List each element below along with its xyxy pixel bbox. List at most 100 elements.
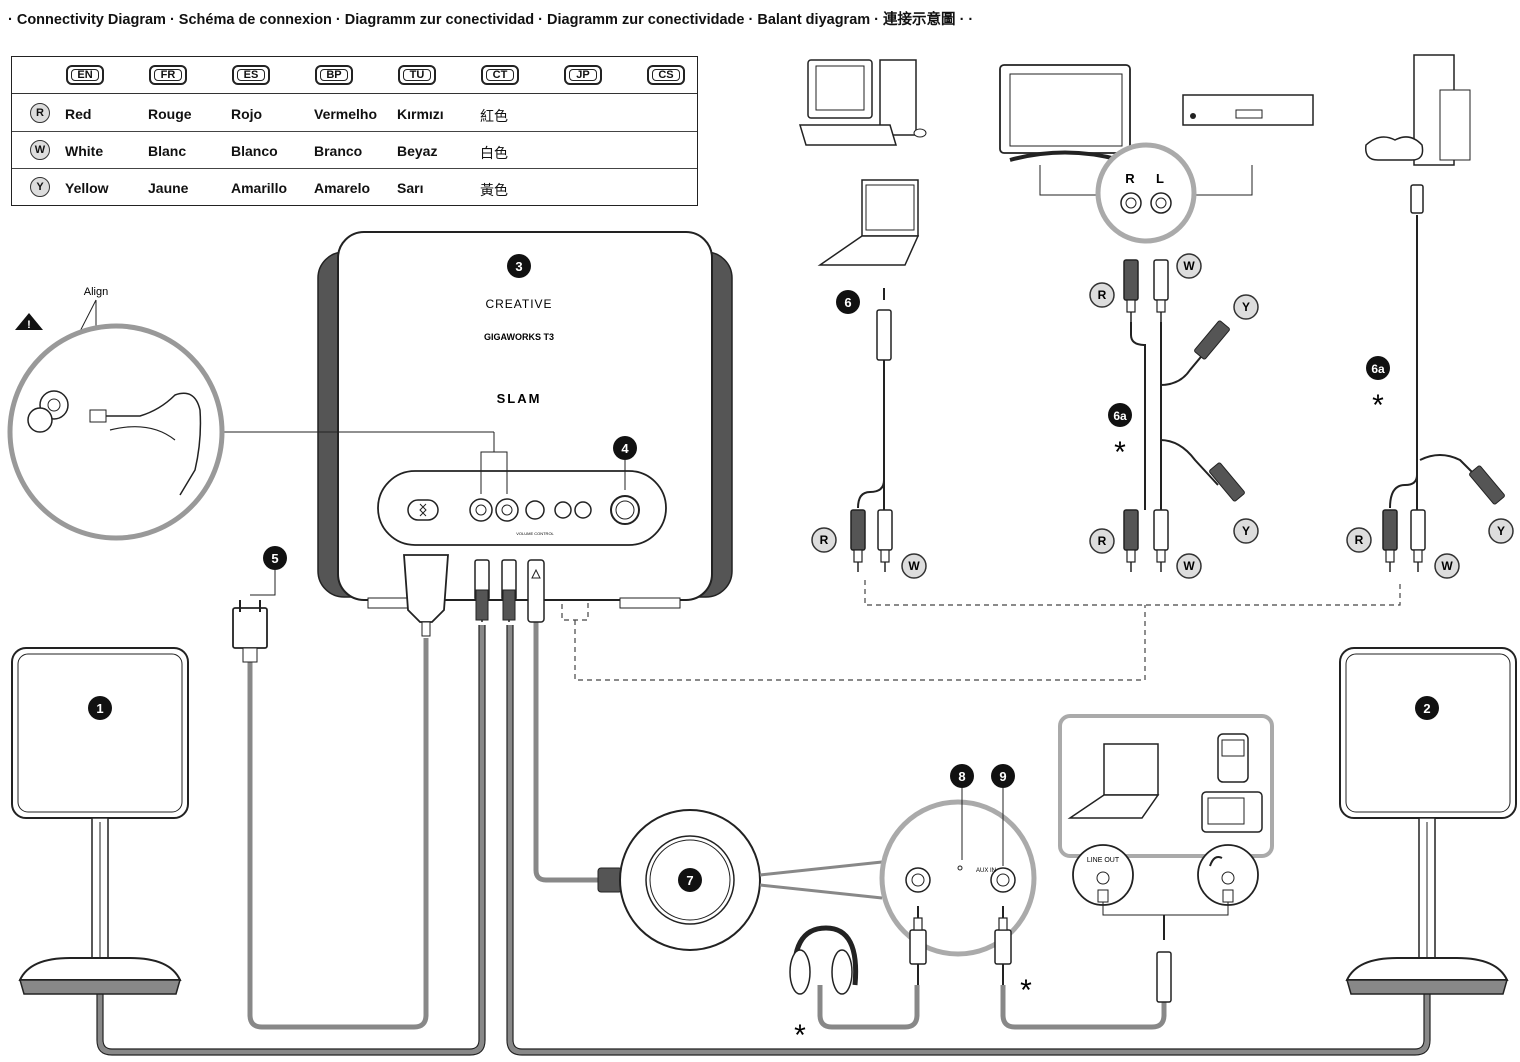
- align-inset: ! Align: [7, 286, 225, 541]
- lang-tag-ct: CT: [481, 65, 519, 85]
- callout-8: 8: [958, 769, 965, 784]
- television: [999, 64, 1131, 162]
- asterisk-mark: *: [1114, 436, 1126, 469]
- callout-2: 2: [1423, 701, 1430, 716]
- desktop-computer: [798, 59, 927, 146]
- color-badge-w: W: [30, 140, 50, 160]
- legend-cell: Kırmızı: [397, 106, 444, 122]
- legend-cell: Rojo: [231, 106, 263, 122]
- callout-3: 3: [515, 259, 522, 274]
- subwoofer-unit: 3 CREATIVE GIGAWORKS T3 SLAM VOLUME CONT…: [222, 231, 733, 637]
- brand-logo: CREATIVE: [485, 297, 552, 311]
- asterisk-mark: *: [1020, 974, 1032, 1007]
- badge-y-right: Y: [1488, 518, 1514, 544]
- warning-mark: !: [27, 319, 31, 331]
- aux-in-label: AUX IN: [976, 868, 996, 874]
- badge-w-mid: W: [1176, 553, 1202, 579]
- rca-output-panel: R L: [1039, 142, 1253, 244]
- svg-text:W: W: [908, 559, 920, 573]
- legend-header-row: EN FR ES BP TU CT JP CS: [12, 57, 697, 94]
- slam-logo: SLAM: [497, 391, 542, 406]
- badge-w-left: W: [901, 553, 927, 579]
- svg-text:R: R: [1098, 534, 1107, 548]
- callout-6: 6: [844, 295, 851, 310]
- callout-4: 4: [621, 441, 629, 456]
- asterisk-mark: *: [1372, 389, 1384, 422]
- power-switch: [407, 499, 439, 521]
- cable-6: 6: [836, 288, 893, 573]
- callout-7: 7: [686, 873, 693, 888]
- speaker-right: 2: [1339, 647, 1517, 995]
- callout-1: 1: [96, 701, 103, 716]
- legend-cell: Amarelo: [314, 180, 371, 196]
- legend-cell: Rouge: [148, 106, 192, 122]
- diagram-title: · Connectivity Diagram · Schéma de conne…: [8, 12, 974, 28]
- game-console: [1365, 54, 1471, 214]
- badge-r-left: R: [811, 527, 837, 553]
- legend-cell: Blanc: [148, 143, 187, 159]
- legend-cell: 紅色: [480, 108, 508, 124]
- svg-text:Y: Y: [1242, 300, 1250, 314]
- legend-cell: Red: [65, 106, 92, 122]
- legend-cell: Beyaz: [397, 143, 438, 159]
- legend-row-yellow: Y Yellow Jaune Amarillo Amarelo Sarı 黃色: [12, 169, 697, 206]
- model-name: GIGAWORKS T3: [484, 332, 554, 342]
- color-badge-y: Y: [30, 177, 50, 197]
- headphone-icon: [1209, 856, 1223, 867]
- svg-text:W: W: [1183, 259, 1195, 273]
- lang-tag-en: EN: [66, 65, 104, 85]
- legend-row-red: R Red Rouge Rojo Vermelho Kırmızı 紅色: [12, 95, 697, 132]
- cables: [97, 622, 1430, 1055]
- legend-cell: Sarı: [397, 180, 424, 196]
- callout-6a-right: 6a: [1371, 362, 1385, 376]
- svg-text:R: R: [1355, 533, 1364, 547]
- legend-cell: White: [65, 143, 104, 159]
- badge-r-top: R: [1089, 282, 1115, 308]
- lang-tag-cs: CS: [647, 65, 685, 85]
- asterisk-mark: *: [794, 1019, 806, 1052]
- svg-text:W: W: [1183, 559, 1195, 573]
- rca-r-label: R: [1125, 171, 1135, 186]
- laptop-computer: [817, 179, 920, 266]
- legend-cell: Yellow: [65, 180, 109, 196]
- lang-tag-tu: TU: [398, 65, 436, 85]
- dvd-player: [1182, 94, 1314, 126]
- badge-w-right: W: [1434, 553, 1460, 579]
- legend-cell: Blanco: [231, 143, 278, 159]
- lang-tag-bp: BP: [315, 65, 353, 85]
- svg-text:Y: Y: [1497, 524, 1505, 538]
- align-label: Align: [84, 286, 108, 298]
- cable-outlines: [96, 625, 1431, 1056]
- svg-text:R: R: [820, 533, 829, 547]
- svg-text:R: R: [1098, 288, 1107, 302]
- badge-y-top: Y: [1233, 294, 1259, 320]
- cable-6a-av: 6a *: [1108, 259, 1245, 573]
- callout-6a: 6a: [1113, 409, 1127, 423]
- legend-cell: Jaune: [148, 180, 189, 196]
- legend-cell: 黃色: [480, 182, 508, 198]
- volume-control-label: VOLUME CONTROL: [516, 531, 554, 536]
- legend-cell: Vermelho: [314, 106, 378, 122]
- speaker-left: 1: [11, 647, 189, 995]
- badge-r-right: R: [1346, 527, 1372, 553]
- headphones: *: [789, 925, 859, 1052]
- svg-text:Y: Y: [1242, 524, 1250, 538]
- svg-text:W: W: [1441, 559, 1453, 573]
- legend-cell: 白色: [480, 145, 508, 161]
- legend-cell: Amarillo: [231, 180, 288, 196]
- callout-5: 5: [271, 551, 278, 566]
- badge-r-mid: R: [1089, 528, 1115, 554]
- line-out-label: LINE OUT: [1087, 857, 1120, 864]
- power-adapter: 5: [232, 546, 287, 663]
- lang-tag-jp: JP: [564, 65, 602, 85]
- lang-tag-fr: FR: [149, 65, 187, 85]
- color-legend-table: EN FR ES BP TU CT JP CS R Red Rouge Rojo…: [11, 56, 698, 206]
- control-pod: 7 AUX IN 8 9 *: [597, 764, 1037, 1007]
- legend-row-white: W White Blanc Blanco Branco Beyaz 白色: [12, 132, 697, 169]
- cable-6a-console: 6a *: [1366, 215, 1505, 573]
- badge-w-top: W: [1176, 253, 1202, 279]
- badge-y-mid: Y: [1233, 518, 1259, 544]
- callout-9: 9: [999, 769, 1006, 784]
